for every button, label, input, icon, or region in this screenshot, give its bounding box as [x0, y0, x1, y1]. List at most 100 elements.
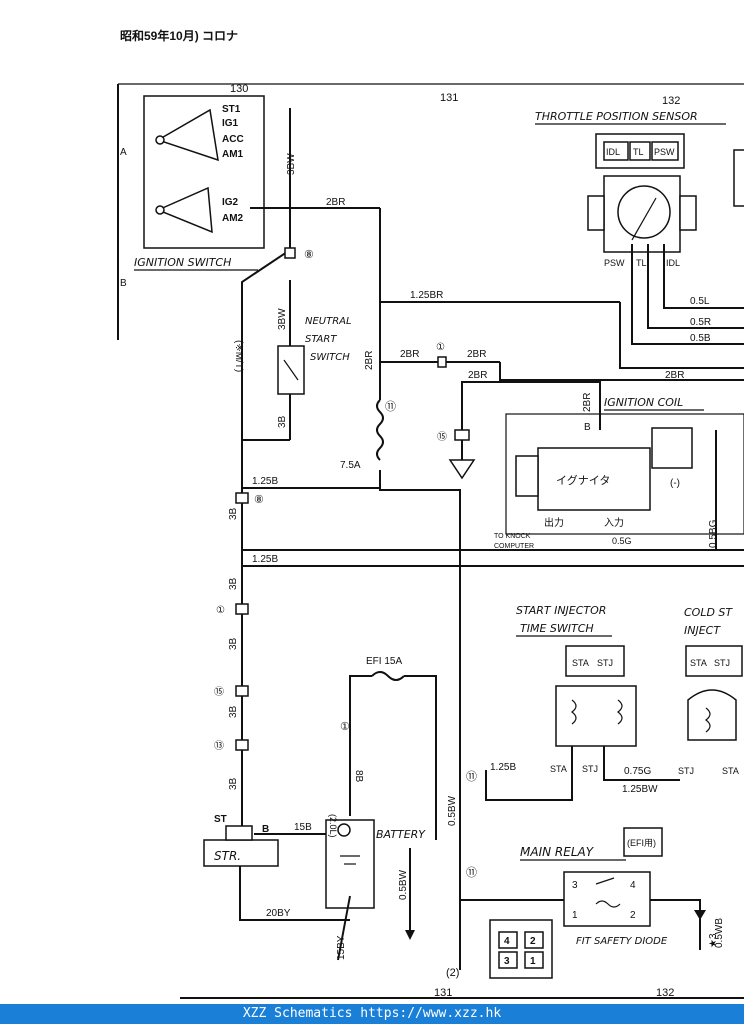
connector-1-b-mark: ①: [216, 605, 225, 616]
sitsw-connector: [565, 645, 625, 677]
page-number: (2): [446, 967, 459, 979]
header-title: 昭和59年10月) コロナ: [120, 28, 238, 43]
label-05bw-b: 0.5BW: [398, 869, 409, 900]
igniter-coil-left: [515, 455, 539, 497]
footer-watermark-bar: XZZ Schematics https://www.xzz.hk: [0, 1004, 744, 1024]
connector-15-a-mark: ⑮: [437, 431, 447, 443]
wire-efi-out: [404, 675, 437, 840]
relay-pin-3: 3: [572, 880, 578, 891]
connector-11-a-mark: ⑪: [385, 400, 396, 413]
tps-pin-idl: IDL: [606, 147, 620, 157]
ignition-switch-contact-2: [156, 186, 213, 234]
right-edge-component: [733, 149, 744, 207]
main-relay-note: (EFI用): [627, 838, 656, 848]
label-stj: STJ: [582, 764, 598, 774]
label-2br-coil: 2BR: [665, 370, 684, 381]
label-15b: 15B: [294, 822, 312, 833]
relay-face-pin-1: [524, 951, 544, 969]
sitsw-title-2: TIME SWITCH: [520, 622, 594, 635]
section-131: 131: [440, 92, 458, 104]
bottom-section-132: 132: [656, 987, 674, 999]
fuse-7-5a-label: 7.5A: [340, 460, 361, 471]
relay-pin-1: 1: [572, 910, 578, 921]
wire-stj: [603, 746, 680, 781]
relay-face-pin-4: [498, 931, 518, 949]
connector-13: [235, 739, 249, 751]
label-2br-vert: 2BR: [364, 351, 375, 370]
connector-1-a: [437, 356, 447, 368]
bottom-section-131: 131: [434, 987, 452, 999]
fit-safety-diode-symbol: [694, 910, 706, 920]
neutral-start-title-1: NEUTRAL: [305, 316, 352, 327]
connector-1-a-mark: ①: [436, 342, 445, 353]
efi-fuse-label: EFI 15A: [366, 656, 402, 667]
label-20by: 20BY: [266, 908, 291, 919]
connector-15-b-mark: ⑮: [214, 686, 224, 698]
csi-connector: [685, 645, 743, 677]
terminal-ig1: IG1: [222, 118, 239, 129]
sitsw-title-1: START INJECTOR: [516, 604, 606, 617]
sitsw-body: [555, 685, 637, 747]
wire-05r: [647, 244, 744, 329]
label-3b-f: 3B: [228, 777, 239, 790]
connector-8-b: [235, 492, 249, 504]
wire-05b: [631, 244, 744, 345]
neutral-start-title-2: START: [305, 334, 337, 345]
csi-coil: [705, 707, 711, 733]
label-3b-b: 3B: [228, 507, 239, 520]
coil-winding: [651, 427, 693, 469]
connector-1-c-mark: ①: [340, 721, 350, 733]
ignition-switch-pivot-1: [155, 135, 165, 145]
connector-1-b: [235, 603, 249, 615]
label-075g: 0.75G: [624, 766, 651, 777]
wire-20by: [239, 866, 350, 921]
terminal-am1: AM1: [222, 149, 244, 160]
tps-pin-psw: PSW: [654, 147, 675, 157]
knock-note-1: TO KNOCK: [494, 533, 531, 540]
label-3b-e: 3B: [228, 705, 239, 718]
connector-15-a: [454, 429, 470, 441]
sitsw-heater: [571, 699, 577, 725]
ignition-switch-pivot-2: [155, 205, 165, 215]
neutral-start-title-3: SWITCH: [310, 352, 350, 363]
label-2br-top: 2BR: [326, 197, 345, 208]
tps-pin-tl-box: [629, 141, 651, 161]
tps-mount-left: [587, 195, 605, 231]
label-8b: 8B: [353, 770, 364, 783]
label-125br: 1.25BR: [410, 290, 443, 301]
wire-efi-in: [349, 675, 372, 740]
label-05g: 0.5G: [612, 536, 632, 546]
label-3b-d: 3B: [228, 637, 239, 650]
label-2br-branch-1: 2BR: [400, 349, 419, 360]
csi-pin-stj: STJ: [714, 658, 730, 668]
ignition-switch-contact-1: [156, 108, 219, 162]
label-3bw-top: 3BW: [286, 153, 297, 175]
ignition-coil-b: B: [584, 422, 591, 433]
relay-face-label-3: 3: [504, 956, 510, 967]
row-marker-b: B: [120, 278, 127, 289]
terminal-am2: AM2: [222, 213, 244, 224]
terminal-st1: ST1: [222, 104, 241, 115]
label-3b-c: 3B: [228, 577, 239, 590]
label-05b: 0.5B: [690, 333, 711, 344]
igniter-output: 出力: [544, 516, 564, 529]
wire-15by: [337, 895, 351, 961]
ignition-coil-frame: [505, 413, 744, 535]
section-130: 130: [230, 83, 248, 95]
battery-positive-terminal: [337, 823, 351, 837]
knock-note-2: COMPUTER: [494, 543, 534, 550]
main-relay-title: MAIN RELAY: [520, 845, 595, 859]
terminal-ig2: IG2: [222, 197, 239, 208]
relay-connector-face: [489, 919, 553, 979]
tps-mount-right: [679, 195, 697, 231]
connector-11-c-mark: ⑪: [466, 866, 477, 879]
label-sta: STA: [550, 764, 567, 774]
starter-st: ST: [214, 814, 227, 825]
starter-body: [203, 839, 279, 867]
csi-body: [687, 689, 737, 741]
wire-05l: [663, 244, 744, 309]
wire-fuse-out: [379, 470, 461, 500]
igniter-input: 入力: [604, 516, 624, 529]
wire-sta: [485, 746, 573, 801]
